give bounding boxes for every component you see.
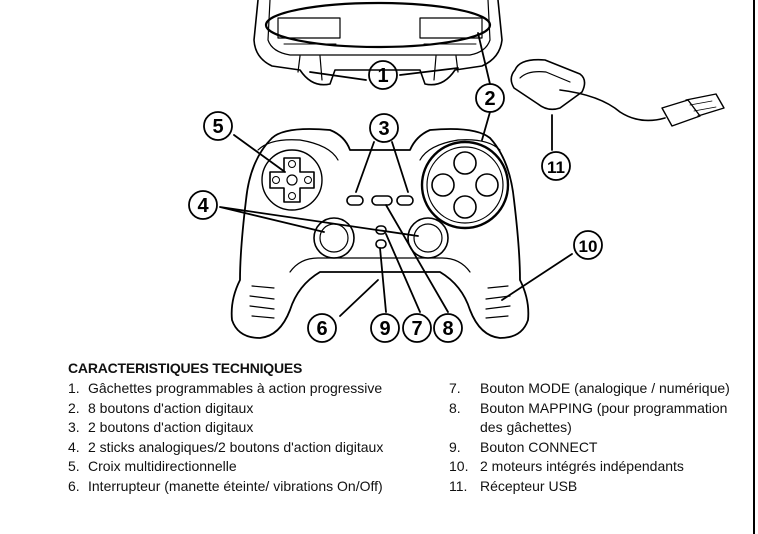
page-border — [753, 0, 755, 534]
item-number: 3. — [68, 419, 80, 436]
list-item: 8. Bouton MAPPING (pour programmation des… — [449, 399, 749, 438]
list-item: 9. Bouton CONNECT — [449, 438, 749, 458]
callout-5: 5 — [212, 116, 223, 138]
item-text: Bouton MODE (analogique / numérique) — [480, 380, 730, 396]
callout-circles — [188, 60, 603, 343]
list-item: 5. Croix multidirectionnelle — [68, 457, 428, 477]
list-item: 11. Récepteur USB — [449, 477, 749, 497]
usb-receiver — [510, 58, 725, 127]
item-text: 2 sticks analogiques/2 boutons d'action … — [88, 438, 384, 455]
list-item: 10. 2 moteurs intégrés indépendants — [449, 457, 749, 477]
callout-4: 4 — [197, 195, 209, 217]
item-number: 11. — [449, 477, 468, 494]
item-number: 5. — [68, 458, 80, 475]
item-number: 9. — [449, 438, 461, 455]
item-text: Interrupteur (manette éteinte/ vibration… — [88, 477, 383, 494]
gamepad-front-view — [230, 128, 530, 339]
callout-1: 1 — [377, 65, 388, 87]
item-text: Gâchettes programmables à action progres… — [88, 380, 383, 396]
callout-11: 11 — [547, 158, 565, 177]
list-item: 6. Interrupteur (manette éteinte/ vibrati… — [68, 477, 428, 497]
callout-8: 8 — [442, 318, 453, 340]
leader-lines — [219, 32, 573, 317]
callout-3: 3 — [378, 118, 389, 140]
item-text: Récepteur USB — [480, 477, 578, 494]
item-text: Bouton MAPPING (pour programmation des g… — [480, 399, 728, 436]
item-text: Bouton CONNECT — [480, 438, 598, 455]
specs-list-right: 7. Bouton MODE (analogique / numérique) 8… — [449, 379, 749, 497]
gamepad-top-view — [253, 0, 503, 86]
specs-list-left: 1. Gâchettes programmables à action progr… — [68, 379, 428, 497]
callout-9: 9 — [379, 318, 390, 340]
list-item: 1. Gâchettes programmables à action progr… — [68, 379, 428, 399]
center-buttons — [346, 195, 414, 249]
dpad — [261, 149, 323, 211]
item-number: 10. — [449, 458, 469, 475]
item-text: 8 boutons d'action digitaux — [88, 399, 254, 416]
specs-title: CARACTERISTIQUES TECHNIQUES — [68, 360, 303, 376]
callout-2: 2 — [484, 88, 495, 110]
list-item: 7. Bouton MODE (analogique / numérique) — [449, 379, 749, 399]
list-item: 2. 8 boutons d'action digitaux — [68, 399, 428, 419]
item-number: 4. — [68, 438, 80, 455]
item-number: 7. — [449, 380, 461, 396]
list-item: 4. 2 sticks analogiques/2 boutons d'actio… — [68, 438, 428, 458]
item-number: 2. — [68, 399, 80, 416]
shoulder-triggers-highlight — [264, 1, 492, 49]
callout-10: 10 — [579, 237, 598, 256]
action-buttons — [420, 140, 510, 230]
item-text: 2 boutons d'action digitaux — [88, 419, 254, 436]
list-item: 3. 2 boutons d'action digitaux — [68, 418, 428, 438]
callout-7: 7 — [411, 318, 422, 340]
item-text: Croix multidirectionnelle — [88, 458, 237, 475]
item-text: 2 moteurs intégrés indépendants — [480, 458, 684, 475]
item-number: 8. — [449, 399, 461, 416]
callout-6: 6 — [316, 318, 327, 340]
item-number: 1. — [68, 380, 80, 396]
item-number: 6. — [68, 477, 80, 494]
